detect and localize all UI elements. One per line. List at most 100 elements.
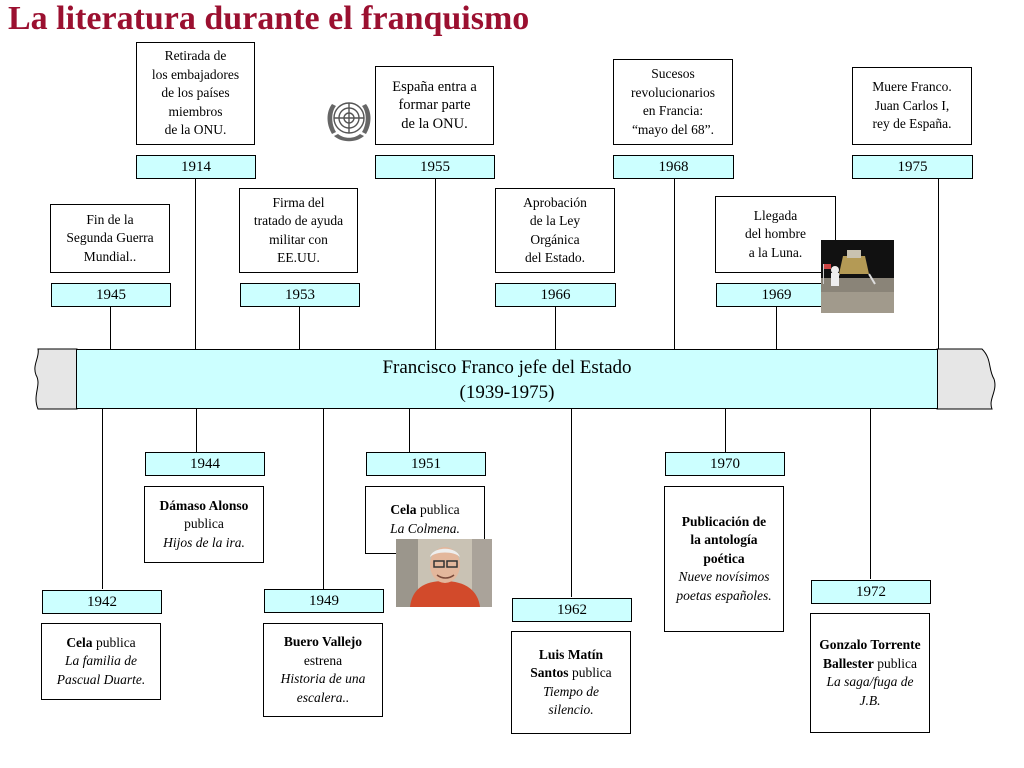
year-label: 1953 — [240, 283, 360, 307]
event-text: Llegada — [753, 207, 798, 223]
event-text: Segunda Guerra — [66, 230, 154, 246]
connector-line — [409, 409, 410, 452]
connector-line — [110, 307, 111, 349]
year-label: 1944 — [145, 452, 265, 476]
event-box-1949: Buero Vallejo estrena Historia de una es… — [263, 623, 383, 717]
event-text: de la ONU. — [401, 115, 468, 132]
event-verb: publica — [419, 502, 460, 517]
event-text: en Francia: — [642, 103, 704, 118]
event-verb: publica — [184, 516, 224, 532]
event-box-1968: Sucesos revolucionarios en Francia: “may… — [613, 59, 733, 145]
event-text: Firma del — [272, 194, 325, 210]
event-verb: estrena — [303, 652, 343, 668]
band-dates: (1939-1975) — [459, 382, 555, 403]
event-text: de los países — [161, 85, 230, 101]
event-text: Juan Carlos I, — [874, 97, 950, 113]
event-text: del hombre — [744, 226, 807, 242]
work-title: Historia de una escalera.. — [280, 671, 366, 705]
timeline-scroll — [34, 348, 996, 410]
year-label: 1949 — [264, 589, 384, 613]
connector-line — [195, 179, 196, 349]
un-emblem — [327, 102, 371, 142]
year-label: 1975 — [852, 155, 973, 179]
author-name: Luis Matín Santos — [530, 646, 604, 681]
year-label: 1945 — [51, 283, 171, 307]
event-text: los embajadores — [151, 66, 240, 82]
event-text: Publicación de la antología poética — [681, 513, 767, 566]
year-label: 1966 — [495, 283, 616, 307]
year-label: 1969 — [716, 283, 837, 307]
event-text: militar con — [269, 231, 328, 247]
connector-line — [571, 409, 572, 597]
author-name: Dámaso Alonso — [159, 497, 249, 513]
event-verb: publica — [877, 655, 918, 671]
event-text: Gonzalo Torrente Ballester publica — [815, 636, 925, 673]
author-name: Buero Vallejo — [283, 634, 363, 649]
year-label: 1914 — [136, 155, 256, 179]
event-text: “mayo del 68”. — [631, 121, 715, 137]
event-verb: publica — [95, 634, 136, 650]
event-box-1955: España entra a formar parte de la ONU. — [375, 66, 494, 145]
event-text: miembros — [168, 103, 223, 119]
work-title: La saga/fuga de J.B. — [826, 674, 914, 708]
event-text: de la Ley — [529, 213, 581, 228]
event-box-1969: Llegada del hombre a la Luna. — [715, 196, 836, 273]
connector-line — [674, 179, 675, 349]
year-label: 1951 — [366, 452, 486, 476]
event-text: de la ONU. — [164, 122, 227, 138]
event-text: tratado de ayuda — [253, 213, 344, 228]
cela-portrait-photo — [396, 539, 492, 607]
connector-line — [299, 307, 300, 349]
event-text: a la Luna. — [748, 244, 803, 260]
page-title: La literatura durante el franquismo — [8, 0, 530, 37]
event-box-1970: Publicación de la antología poética Nuev… — [664, 486, 784, 632]
event-text: rey de España. — [872, 116, 952, 132]
connector-line — [870, 409, 871, 579]
event-text: Retirada de — [164, 48, 227, 64]
event-text: del Estado. — [525, 250, 585, 265]
event-text: Aprobación — [523, 194, 587, 210]
event-box-1962: Luis Matín Santos publica Tiempo de sile… — [511, 631, 631, 734]
event-text: Sucesos — [651, 66, 695, 81]
connector-line — [938, 179, 939, 349]
year-label: 1968 — [613, 155, 734, 179]
work-title: La Colmena. — [390, 520, 460, 536]
franco-era-band: Francisco Franco jefe del Estado (1939-1… — [76, 349, 938, 409]
author-name: Cela — [66, 634, 93, 650]
work-title: Hijos de la ira. — [163, 534, 245, 550]
event-text: Fin de la — [86, 211, 134, 227]
event-text: revolucionarios — [631, 84, 715, 100]
connector-line — [555, 307, 556, 349]
event-box-1945: Fin de la Segunda Guerra Mundial.. — [50, 204, 170, 273]
event-box-1953: Firma del tratado de ayuda militar con E… — [239, 188, 358, 273]
connector-line — [435, 179, 436, 349]
event-text: EE.UU. — [277, 250, 320, 265]
connector-line — [725, 409, 726, 452]
event-box-1942: Cela publica La familia de Pascual Duart… — [41, 623, 161, 700]
moon-landing-photo — [821, 240, 894, 313]
connector-line — [323, 409, 324, 589]
year-label: 1942 — [42, 590, 162, 614]
connector-line — [776, 307, 777, 349]
band-title: Francisco Franco jefe del Estado — [382, 357, 632, 378]
year-label: 1955 — [375, 155, 495, 179]
connector-line — [196, 409, 197, 452]
event-text: Cela publica — [66, 634, 135, 653]
event-text: formar parte — [398, 97, 471, 114]
year-label: 1972 — [811, 580, 931, 604]
event-verb: publica — [571, 665, 612, 680]
event-text: Mundial.. — [83, 248, 137, 264]
author-name: Gonzalo Torrente Ballester — [819, 637, 921, 671]
event-text: España entra a — [392, 78, 477, 95]
event-box-1972: Gonzalo Torrente Ballester publica La sa… — [810, 613, 930, 733]
connector-line — [102, 409, 103, 589]
event-box-1966: Aprobación de la Ley Orgánica del Estado… — [495, 188, 615, 273]
event-text: Orgánica — [530, 231, 580, 247]
year-label: 1970 — [665, 452, 785, 476]
event-text: Cela publica — [390, 501, 459, 520]
work-title: La familia de Pascual Duarte. — [56, 653, 146, 687]
event-box-1914: Retirada de los embajadores de los paíse… — [136, 42, 255, 145]
work-title: Nueve novísimos poetas españoles. — [676, 569, 772, 603]
event-box-1975: Muere Franco. Juan Carlos I, rey de Espa… — [852, 67, 972, 145]
year-label: 1962 — [512, 598, 632, 622]
